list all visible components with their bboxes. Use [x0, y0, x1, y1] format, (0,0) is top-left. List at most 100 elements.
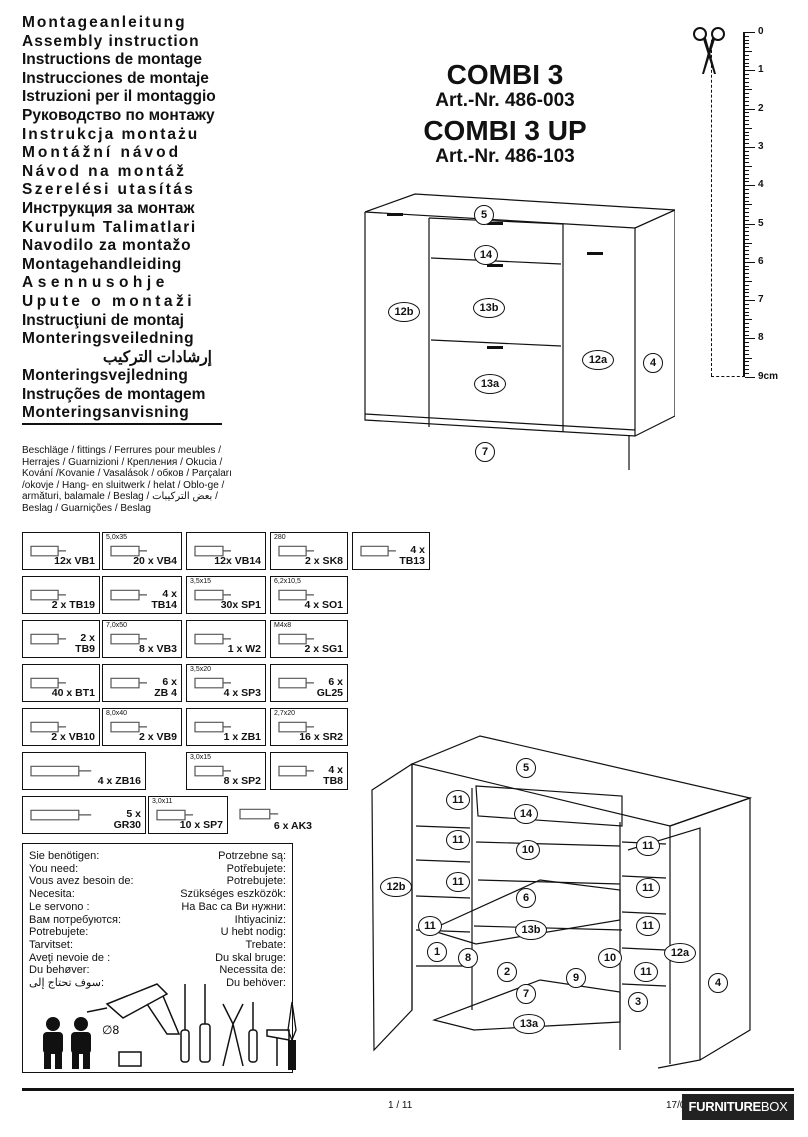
part-callout: 11	[636, 916, 660, 936]
ruler-tick	[745, 62, 749, 64]
ruler-tick	[745, 146, 755, 148]
part-callout: 13b	[515, 920, 547, 940]
part-callout: 11	[634, 962, 658, 982]
part-quantity-label: 20 x VB4	[133, 555, 177, 567]
tools-needed-left: Sie benötigen:You need:Vous avez besoin …	[29, 850, 134, 990]
ruler-tick	[745, 280, 752, 282]
part-box: 2 x TB19	[22, 576, 100, 614]
part-icon	[278, 721, 314, 733]
part-icon	[30, 765, 92, 777]
ruler-tick	[745, 254, 749, 256]
part-callout: 11	[446, 790, 470, 810]
part-quantity-label: 2 x SG1	[304, 643, 343, 655]
part-callout: 13a	[474, 374, 506, 394]
ruler-tick	[745, 334, 749, 336]
part-callout: 12a	[664, 943, 696, 963]
needs-line: Ihtiyaciniz:	[234, 913, 286, 926]
ruler-tick	[745, 273, 749, 275]
part-quantity-label: 2 x VB9	[139, 731, 177, 743]
ruler-tick	[745, 319, 752, 321]
part-icon	[194, 545, 231, 557]
part-callout: 8	[458, 948, 478, 968]
part-callout: 4	[708, 973, 728, 993]
title-line: Assembly instruction	[22, 32, 200, 50]
part-quantity-label: 40 x BT1	[51, 687, 95, 699]
part-callout: 4	[643, 353, 663, 373]
product-title: COMBI 3 Art.-Nr. 486-003 COMBI 3 UP Art.…	[400, 60, 610, 172]
title-line: Navodilo za montažo	[22, 237, 192, 255]
part-callout: 12b	[388, 302, 420, 322]
part-quantity-label: 4 x TB14	[151, 588, 177, 611]
needs-line: Necessita de:	[219, 964, 286, 977]
drill-size-label: ∅8	[102, 1023, 119, 1037]
ruler-label: 9cm	[758, 370, 779, 382]
footer-rule	[22, 1088, 794, 1091]
ruler-tick	[745, 120, 749, 122]
tools-needed-box: Sie benötigen:You need:Vous avez besoin …	[22, 843, 293, 1073]
needs-line: Вам потребуются:	[29, 913, 122, 926]
part-quantity-label: 2 x VB10	[51, 731, 95, 743]
cut-line	[711, 376, 745, 378]
ruler-tick	[745, 154, 749, 156]
needs-line: Potřebujete:	[226, 862, 286, 875]
part-icon	[278, 765, 314, 777]
article-number-2: Art.-Nr. 486-103	[435, 146, 575, 167]
ruler-tick	[745, 376, 755, 378]
ruler-tick	[745, 74, 749, 76]
title-line: Asennusohje	[22, 274, 169, 292]
part-icon	[278, 677, 314, 689]
ruler-tick	[745, 219, 749, 221]
title-line: Руководство по монтажу	[22, 106, 215, 124]
part-callout: 10	[516, 840, 540, 860]
tools-needed-right: Potrzebne są:Potřebujete:Potrebujete:Szü…	[180, 850, 286, 990]
part-size: M4x8	[274, 622, 292, 629]
needs-line: Potrzebne są:	[218, 850, 286, 862]
ruler-label: 4	[758, 179, 764, 191]
part-quantity-label: 4 x ZB16	[97, 775, 141, 787]
ruler-tick	[745, 227, 749, 229]
part-icon	[194, 633, 231, 645]
part-callout: 11	[636, 878, 660, 898]
part-icon	[30, 545, 66, 557]
ruler-tick	[745, 349, 749, 351]
ruler-tick	[745, 231, 749, 233]
ruler-tick	[745, 181, 749, 183]
needs-line: سوف تحتاج إلى:	[29, 977, 104, 990]
title-list: Montageanleitung Assembly instruction In…	[22, 14, 222, 426]
ruler-tick	[745, 257, 749, 259]
part-quantity-label: 1 x ZB1	[223, 731, 261, 743]
cabinet-open-drawing	[371, 735, 753, 1069]
part-callout: 11	[418, 916, 442, 936]
part-box: M4x8 2 x SG1	[270, 620, 348, 658]
ruler-label: 6	[758, 255, 764, 267]
part-quantity-label: 12x VB1	[54, 555, 95, 567]
title-line: Istruzioni per il montaggio	[22, 88, 216, 106]
ruler-tick	[745, 66, 749, 68]
ruler-tick	[745, 277, 749, 279]
needs-line: Potrebujete:	[226, 875, 286, 888]
title-line: Instructions de montage	[22, 51, 202, 69]
ruler-tick	[745, 192, 749, 194]
part-callout: 7	[475, 442, 495, 462]
part-quantity-label: 2 x TB9	[75, 632, 95, 655]
ruler-tick	[745, 43, 749, 45]
ruler-tick	[745, 372, 749, 374]
part-callout: 12a	[582, 350, 614, 370]
ruler-tick	[745, 51, 752, 53]
ruler-tick	[745, 261, 755, 263]
ruler-tick	[745, 58, 749, 60]
ruler-tick	[745, 169, 749, 171]
title-line: Monteringsvejledning	[22, 367, 189, 385]
ruler-tick	[745, 326, 749, 328]
part-size: 6,2x10,5	[274, 578, 301, 585]
title-line: Upute o montaži	[22, 292, 196, 310]
ruler-tick	[745, 131, 749, 133]
needs-line: U hebt nodig:	[220, 926, 286, 939]
ruler-label: 8	[758, 332, 764, 344]
part-icon	[30, 809, 92, 821]
